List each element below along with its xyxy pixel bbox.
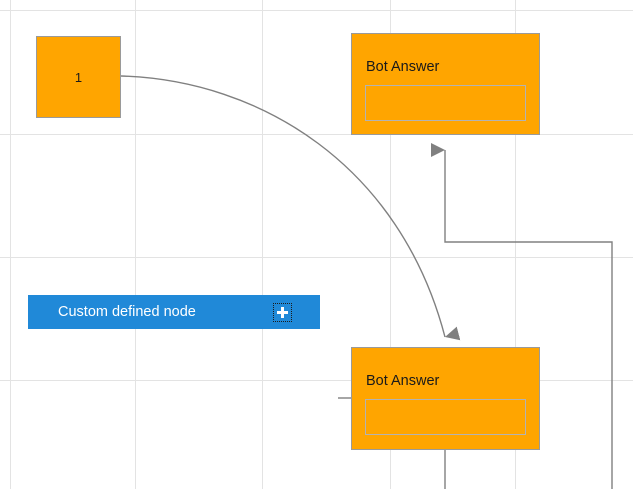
- connector-curve[interactable]: [120, 75, 461, 341]
- bot-answer-message-slot[interactable]: [365, 85, 526, 121]
- bot-answer-title: Bot Answer: [366, 373, 440, 389]
- custom-defined-node-button[interactable]: Custom defined node: [28, 295, 320, 329]
- connector-orthogonal[interactable]: [431, 143, 613, 489]
- plus-icon[interactable]: [273, 302, 292, 322]
- bot-answer-message-slot[interactable]: [365, 399, 526, 435]
- bot-answer-title: Bot Answer: [366, 59, 440, 75]
- node-bot-answer-2[interactable]: Bot Answer: [351, 347, 540, 450]
- node-label: 1: [74, 69, 83, 85]
- custom-defined-node-label: Custom defined node: [58, 303, 196, 320]
- node-node-1[interactable]: 1: [36, 36, 121, 118]
- node-bot-answer-1[interactable]: Bot Answer: [351, 33, 540, 135]
